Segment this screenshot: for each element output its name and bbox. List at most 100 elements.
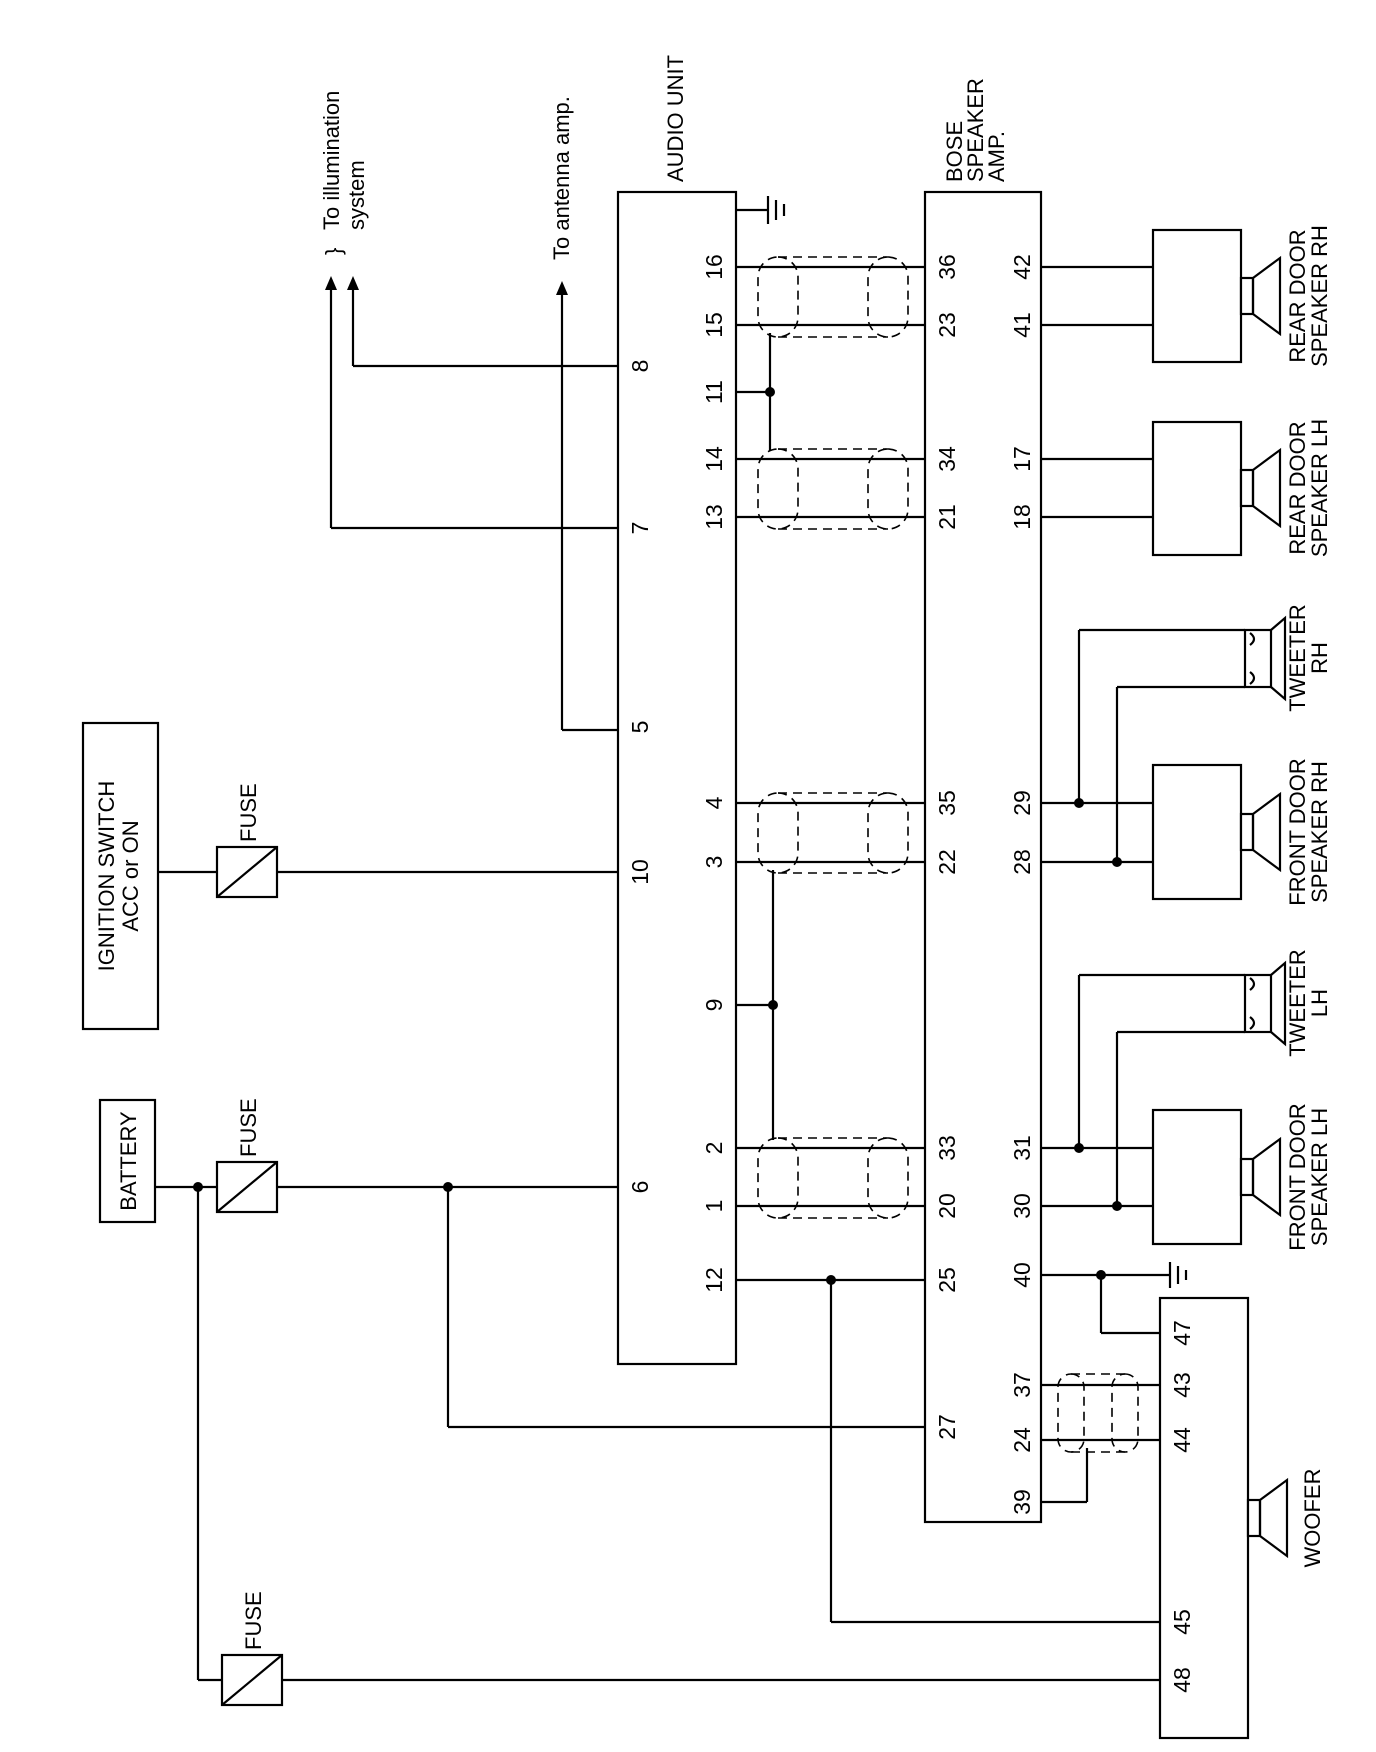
shield-group-16-15 [757,256,909,338]
front-door-lh-label: FRONT DOOR [1285,1103,1310,1250]
amp-pin-36: 36 [934,254,960,280]
amp-pin-21: 21 [934,504,960,530]
tweeter-rh-sublabel: RH [1307,642,1332,674]
shield-group-2-1 [757,1137,909,1219]
tweeter-icon [1270,615,1287,702]
amp-pin-25: 25 [934,1267,960,1293]
audio-unit: AUDIO UNIT 8 7 5 10 6 16 15 11 14 13 4 3… [616,55,786,1366]
woofer-box [1158,1296,1250,1740]
battery-block: BATTERY [98,1098,157,1224]
audio-pin-7: 7 [627,522,653,535]
fuse-battery-2: FUSE [220,1591,284,1707]
woofer-pin-47: 47 [1169,1320,1195,1346]
amp-pin-30: 30 [1009,1193,1035,1219]
rear-door-rh-label: REAR DOOR [1285,229,1310,362]
tweeter-icon [1270,960,1287,1047]
amp-pin-33: 33 [934,1135,960,1161]
rear-door-speaker-lh: REAR DOOR SPEAKER LH [1151,419,1332,557]
tweeter-lh: TWEETER LH [1243,949,1332,1057]
bose-amp-label-2: SPEAKER [963,78,988,182]
woofer: WOOFER 47 43 44 45 48 [1158,1296,1325,1740]
amp-pin-17: 17 [1009,446,1035,472]
amp-pin-41: 41 [1009,312,1035,338]
audio-to-amp-wires [736,265,1160,1624]
audio-pin-9: 9 [701,999,727,1012]
audio-pin-14: 14 [701,446,727,472]
rear-door-rh-sublabel: SPEAKER RH [1307,225,1332,367]
woofer-pin-43: 43 [1169,1372,1195,1398]
audio-pin-6: 6 [627,1181,653,1194]
woofer-pin-48: 48 [1169,1667,1195,1693]
fuse-ignition-label: FUSE [236,783,261,842]
amp-pin-18: 18 [1009,504,1035,530]
fuse-ignition: FUSE [215,783,279,899]
amp-pin-34: 34 [934,446,960,472]
fuse-battery-1: FUSE [215,1098,279,1214]
speaker-icon [1251,255,1282,337]
ignition-switch-label: IGNITION SWITCH [94,781,119,972]
amp-pin-22: 22 [934,849,960,875]
amp-pin-28: 28 [1009,849,1035,875]
ignition-switch-box [81,721,160,1031]
shield-group-14-13 [757,448,909,530]
audio-pin-15: 15 [701,312,727,338]
audio-pin-5: 5 [627,721,653,734]
to-antenna-label: To antenna amp. [549,96,574,260]
audio-pin-16: 16 [701,254,727,280]
audio-unit-box [616,190,738,1366]
amp-pin-42: 42 [1009,254,1035,280]
bose-amp-box [923,190,1043,1524]
woofer-pin-44: 44 [1169,1427,1195,1453]
amp-pin-23: 23 [934,312,960,338]
ignition-switch-block: IGNITION SWITCH ACC or ON [81,721,160,1031]
bose-amp-label: BOSE [942,121,967,182]
tweeter-lh-label: TWEETER [1285,949,1310,1057]
speaker-icon [1251,1136,1282,1218]
front-door-lh-sublabel: SPEAKER LH [1307,1108,1332,1246]
audio-pin-4: 4 [701,796,727,809]
battery-box [98,1098,157,1224]
amp-pin-29: 29 [1009,790,1035,816]
shield-group-4-3 [757,792,909,874]
to-illumination-label: To illumination [319,91,344,230]
rear-door-speaker-rh: REAR DOOR SPEAKER RH [1151,225,1332,367]
fuse-battery-2-label: FUSE [241,1591,266,1650]
woofer-label: WOOFER [1300,1469,1325,1568]
external-connections: } To illumination system To antenna amp. [319,91,618,732]
amp-pin-27: 27 [934,1414,960,1440]
woofer-pin-45: 45 [1169,1609,1195,1635]
tweeter-lh-sublabel: LH [1307,989,1332,1017]
amp-pin-24: 24 [1009,1427,1035,1453]
fuse-battery-1-label: FUSE [236,1098,261,1157]
amp-pin-40: 40 [1009,1262,1035,1288]
audio-pin-10: 10 [627,859,653,885]
battery-label: BATTERY [116,1111,141,1211]
power-wires [155,870,1160,1682]
front-door-rh-sublabel: SPEAKER RH [1307,761,1332,903]
bose-amp-label-3: AMP. [984,131,1009,182]
front-door-speaker-rh: FRONT DOOR SPEAKER RH [1151,758,1332,906]
rear-door-lh-label: REAR DOOR [1285,421,1310,554]
amp-ground-icon [1168,1262,1188,1288]
audio-pin-2: 2 [701,1142,727,1155]
to-illumination-sublabel: system [344,160,369,230]
amp-pin-37: 37 [1009,1372,1035,1398]
audio-pin-12: 12 [701,1267,727,1293]
audio-pin-11: 11 [701,380,727,404]
audio-pin-8: 8 [627,360,653,373]
brace-icon: } [321,248,346,255]
amp-pin-35: 35 [934,790,960,816]
front-door-speaker-lh: FRONT DOOR SPEAKER LH [1151,1103,1332,1251]
audio-pin-3: 3 [701,856,727,869]
front-door-rh-label: FRONT DOOR [1285,758,1310,905]
rear-door-lh-sublabel: SPEAKER LH [1307,419,1332,557]
speaker-icon [1251,791,1282,873]
audio-unit-ground-icon [736,196,786,224]
bose-speaker-amp: BOSE SPEAKER AMP. 36 23 34 21 35 22 33 2… [923,78,1043,1524]
amp-to-speaker-wires [1041,265,1245,1504]
amp-pin-39: 39 [1009,1489,1035,1515]
audio-pin-13: 13 [701,504,727,530]
audio-unit-label: AUDIO UNIT [663,55,688,182]
tweeter-rh-label: TWEETER [1285,604,1310,712]
